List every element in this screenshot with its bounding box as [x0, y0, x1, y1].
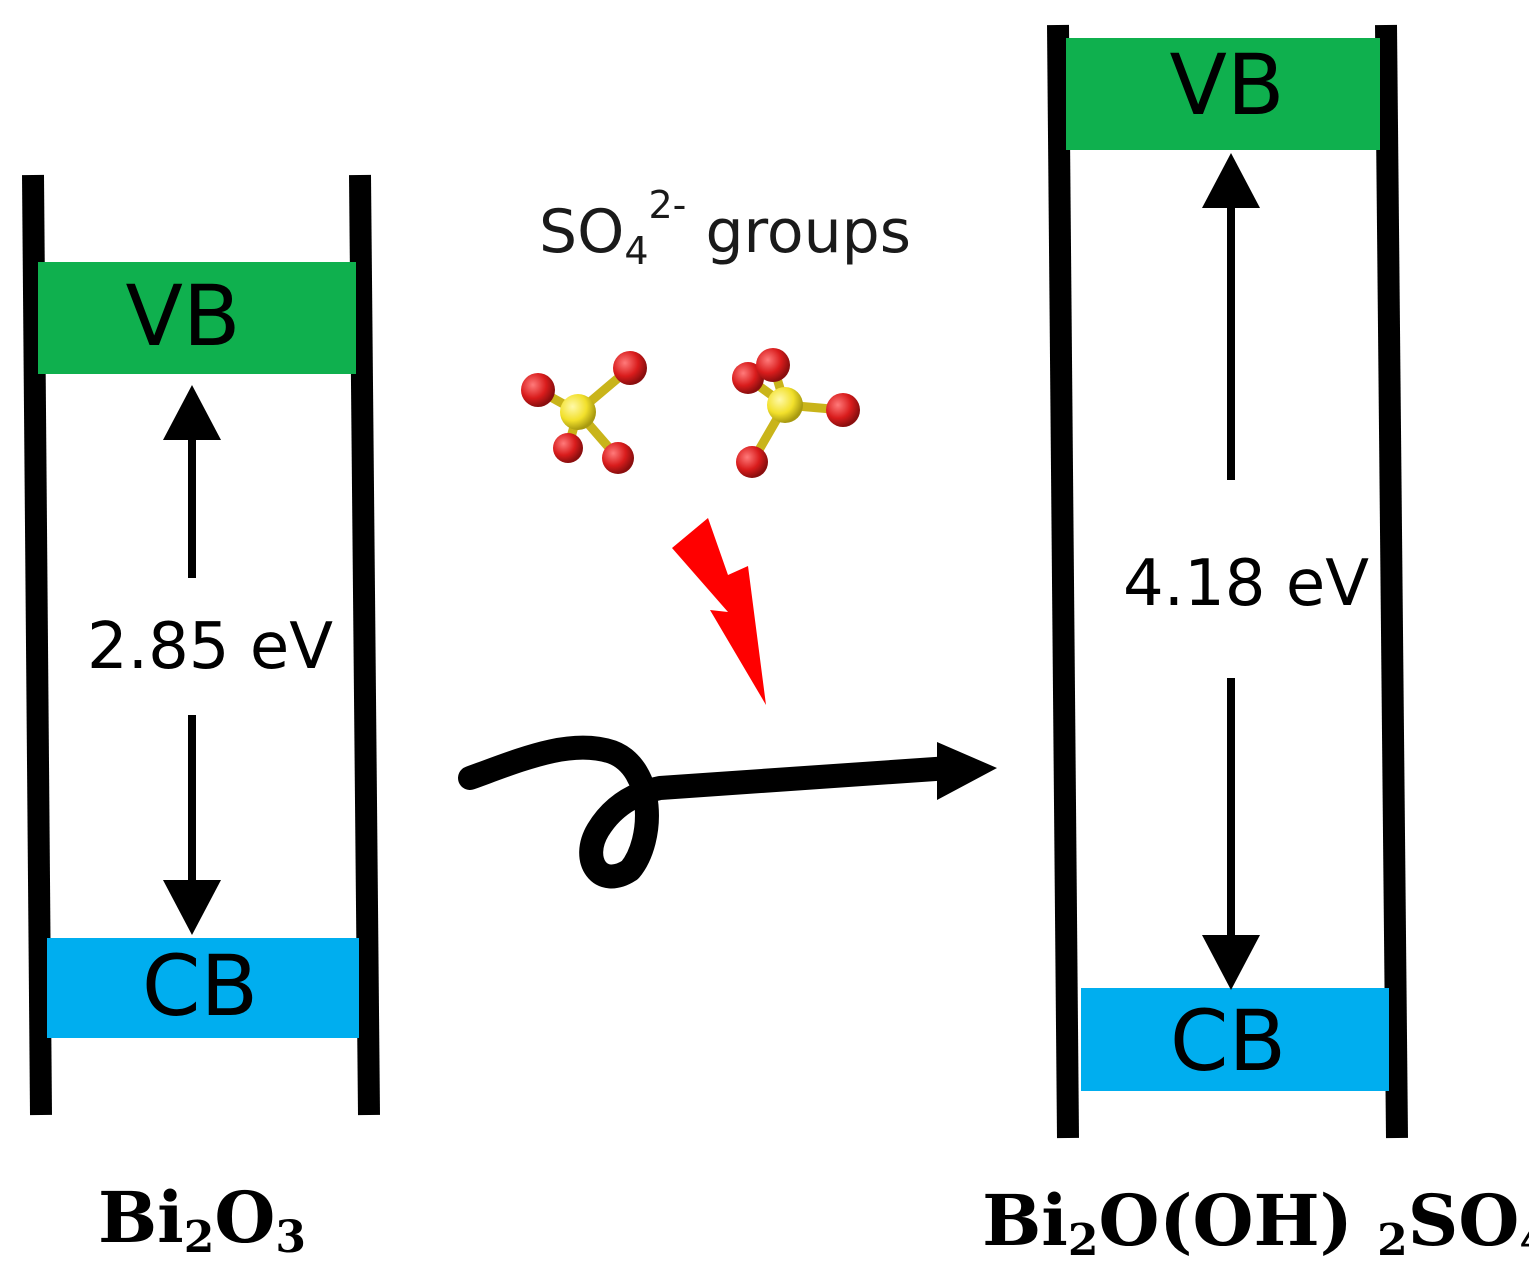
left-cb-label: CB [142, 937, 258, 1035]
sulfate-molecule-icon [732, 348, 860, 478]
left-wall-left [22, 174, 52, 1116]
lightning-bolt-icon [672, 518, 766, 705]
left-vb-label: VB [125, 267, 240, 365]
right-vb-label: VB [1169, 36, 1284, 134]
sulfate-molecule-icon [521, 351, 647, 474]
right-valence-band [1066, 38, 1380, 150]
left-wall-right [349, 174, 380, 1116]
left-conduction-band [47, 938, 359, 1038]
left-band-gap-label: 2.85 eV [87, 610, 333, 684]
curly-arrow-icon [458, 735, 997, 889]
right-wall-left [1047, 24, 1079, 1139]
right-panel: VB CB 4.18 eV Bi2O(OH) 2SO4 [982, 24, 1529, 1266]
left-formula: Bi2O3 [98, 1176, 306, 1263]
left-gap-arrow [163, 385, 221, 935]
right-formula: Bi2O(OH) 2SO4 [982, 1179, 1529, 1266]
right-wall-right [1375, 24, 1408, 1139]
right-cb-label: CB [1170, 992, 1286, 1090]
right-conduction-band [1081, 988, 1389, 1091]
so4-groups-label: SO42- groups [539, 183, 911, 273]
middle-section: SO42- groups [458, 183, 997, 889]
left-panel: VB CB 2.85 eV Bi2O3 [22, 174, 380, 1263]
left-valence-band [38, 262, 356, 374]
right-band-gap-label: 4.18 eV [1123, 547, 1369, 621]
right-gap-arrow [1202, 153, 1260, 990]
